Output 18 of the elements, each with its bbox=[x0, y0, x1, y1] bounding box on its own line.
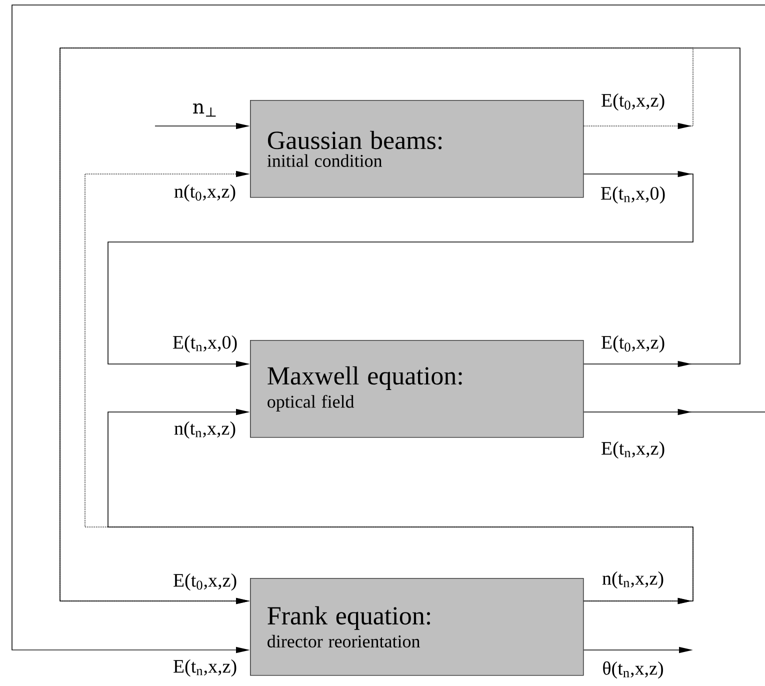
process-box: Frank equation: director reorientation bbox=[250, 578, 584, 676]
port-label: E(t$_{n}$,x,z) bbox=[174, 659, 236, 677]
port-label: E(t$_{0}$,x,z) bbox=[174, 573, 236, 591]
port-label: E(t$_{0}$,x,z) bbox=[602, 93, 664, 111]
port-label: n$_{⊥}$ bbox=[193, 103, 216, 117]
port-label: E(t$_{n}$,x,0) bbox=[600, 186, 665, 204]
process-box: Maxwell equation: optical field bbox=[250, 340, 584, 438]
process-box: Gaussian beams: initial condition bbox=[250, 100, 584, 198]
port-label: θ(t$_{n}$,x,z) bbox=[603, 661, 663, 679]
port-label: n(t$_{0}$,x,z) bbox=[174, 184, 236, 202]
arrow bbox=[108, 170, 694, 368]
port-label: n(t$_{n}$,x,z) bbox=[174, 421, 236, 439]
port-label: E(t$_{n}$,x,0) bbox=[172, 335, 237, 353]
arrow bbox=[108, 408, 694, 604]
arrow bbox=[12, 4, 765, 654]
port-label: n(t$_{n}$,x,z) bbox=[602, 571, 664, 589]
port-label: E(t$_{0}$,x,z) bbox=[602, 335, 664, 353]
port-label: E(t$_{n}$,x,z) bbox=[602, 441, 664, 459]
